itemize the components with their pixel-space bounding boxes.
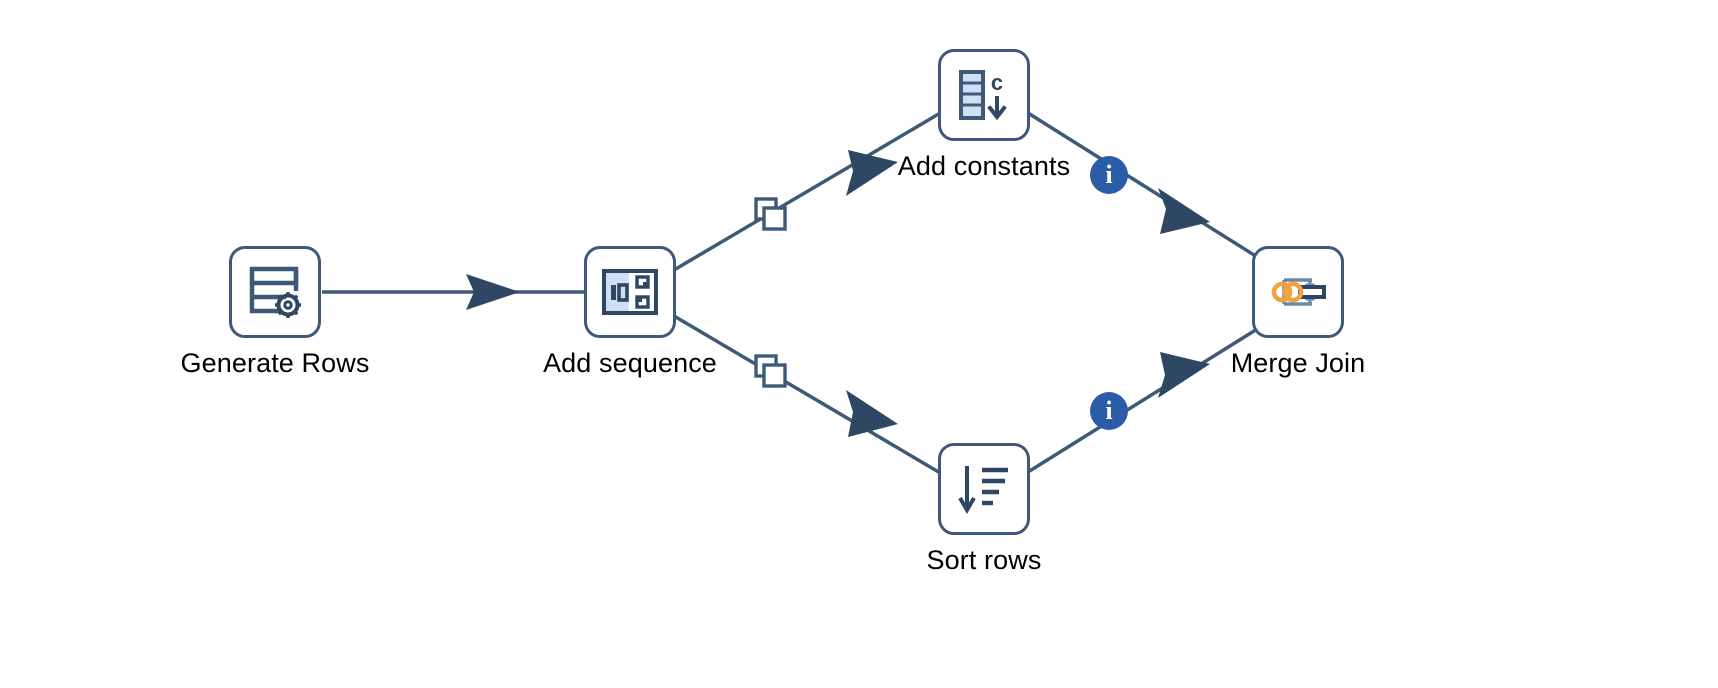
hop-sequence-to-sort[interactable]	[673, 314, 943, 476]
sequence-counter-icon	[602, 269, 658, 315]
hop-sort-to-merge[interactable]	[1027, 324, 1263, 474]
info-badge-sort[interactable]: i	[1090, 392, 1128, 430]
node-generate-rows-box[interactable]	[229, 246, 321, 338]
node-sort-rows-box[interactable]	[938, 443, 1030, 535]
table-gear-icon	[249, 266, 301, 318]
sort-descending-icon	[958, 466, 1008, 514]
hop-constants-to-merge[interactable]	[1027, 111, 1263, 262]
hop-generate-to-sequence[interactable]	[322, 274, 584, 310]
copy-icon-lower[interactable]	[750, 351, 790, 391]
node-merge-join-box[interactable]	[1252, 246, 1344, 338]
node-add-constants-box[interactable]: c	[938, 49, 1030, 141]
node-add-sequence-box[interactable]	[584, 246, 676, 338]
node-add-constants-label: Add constants	[897, 151, 1071, 181]
copy-icon-upper[interactable]	[750, 194, 790, 234]
node-generate-rows-label: Generate Rows	[180, 348, 370, 378]
info-badge-constants[interactable]: i	[1090, 156, 1128, 194]
merge-join-link-icon	[1271, 278, 1326, 306]
copy-squares-icon	[754, 197, 787, 231]
node-add-sequence-label: Add sequence	[543, 348, 717, 378]
node-merge-join-label: Merge Join	[1230, 348, 1366, 378]
node-sort-rows-label: Sort rows	[926, 545, 1042, 575]
constants-letter: c	[991, 70, 1003, 95]
hop-sequence-to-constants[interactable]	[673, 110, 943, 272]
constants-column-icon: c	[959, 70, 1007, 121]
copy-squares-icon	[754, 354, 787, 388]
